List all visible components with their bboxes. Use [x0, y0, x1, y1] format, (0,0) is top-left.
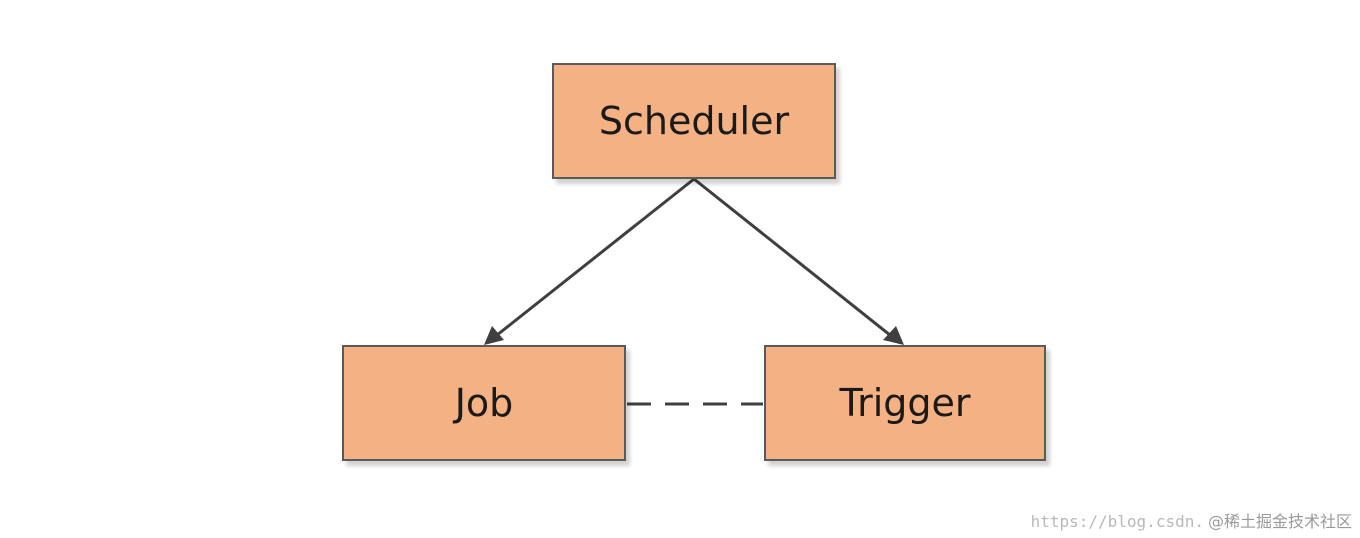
- job-label: Job: [454, 381, 514, 425]
- watermark-brand: @稀土掘金技术社区: [1207, 512, 1352, 531]
- edge-scheduler-job: [486, 177, 695, 345]
- arrowhead-trigger: [883, 326, 904, 345]
- job-node: Job: [342, 345, 626, 461]
- watermark-url: https://blog.csdn.: [1030, 512, 1204, 531]
- arrowhead-job: [484, 326, 504, 345]
- trigger-label: Trigger: [839, 381, 971, 425]
- scheduler-node: Scheduler: [552, 63, 836, 179]
- watermark: https://blog.csdn.@稀土掘金技术社区: [1031, 508, 1352, 532]
- edge-scheduler-trigger: [693, 177, 901, 345]
- scheduler-label: Scheduler: [598, 99, 790, 143]
- trigger-node: Trigger: [764, 345, 1046, 461]
